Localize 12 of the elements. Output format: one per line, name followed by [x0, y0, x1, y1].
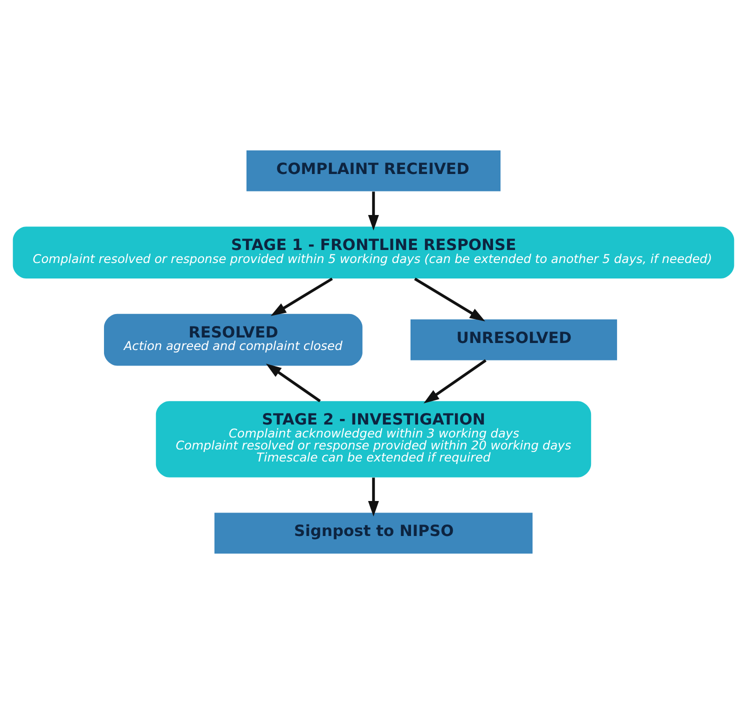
arrow	[368, 192, 379, 231]
node-box: STAGE 1 - FRONTLINE RESPONSE Complaint resolved or response provided within 5 working days (can be extended to another 5 days, if needed)	[12, 226, 734, 279]
arrow	[414, 278, 486, 322]
node-box: STAGE 2 - INVESTIGATION Complaint acknowledged within 3 working days Complaint resolved or response provided within 20 working days Timescale can be extended if required	[156, 401, 592, 478]
node-box: RESOLVED Action agreed and complaint closed	[104, 314, 362, 366]
node-box: Signpost to NIPSO	[214, 512, 533, 554]
arrow	[424, 359, 486, 404]
node-box: UNRESOLVED	[410, 319, 618, 360]
arrow	[368, 478, 379, 517]
arrow	[266, 364, 321, 402]
arrow	[270, 278, 333, 316]
node-box: COMPLAINT RECEIVED	[246, 150, 501, 192]
